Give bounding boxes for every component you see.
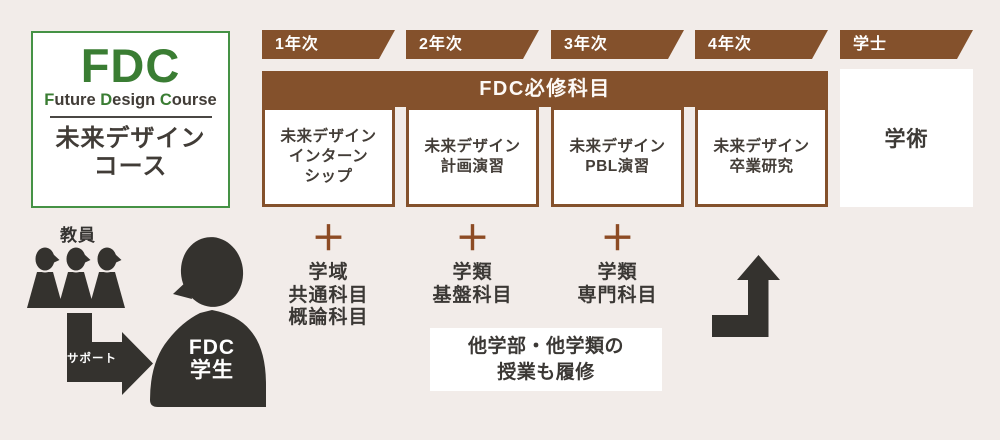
degree-box: 学術 [840,69,973,207]
teachers-label: 教員 [60,226,96,245]
student-icon [150,237,266,407]
note-line: 授業も履修 [497,362,595,383]
student-label-line1: FDC [188,336,236,359]
plus-icon: ＋ [455,220,490,258]
course-line: 未来デザイン [280,128,377,145]
course-box-graduation-research: 未来デザイン 卒業研究 [695,107,828,207]
addition-subjects-year1: 学域 共通科目 概論科目 [262,262,395,330]
year-tab-1: 1年次 [262,30,395,59]
year-tab-3: 3年次 [551,30,684,59]
up-arrow-icon [712,255,780,337]
subject-line: 専門科目 [577,284,658,306]
support-arrow-icon [67,313,153,395]
subject-line: 共通科目 [288,284,369,306]
addition-subjects-year2: 学類 基盤科目 [406,262,539,307]
year-tab-4: 4年次 [695,30,828,59]
course-line: PBL演習 [585,158,650,175]
subject-line: 概論科目 [288,307,369,328]
student-label: FDC 学生 [172,336,252,382]
course-name: 未来デザイン コース [33,125,228,181]
teachers-icon [27,245,125,308]
subject-line: 基盤科目 [432,284,513,306]
course-box-pbl: 未来デザイン PBL演習 [551,107,684,207]
fdc-logo-card: FDC Future Design Course 未来デザイン コース [31,31,230,208]
course-line: シップ [304,168,353,185]
year-tab-2: 2年次 [406,30,539,59]
fdc-subtitle: Future Design Course [44,91,217,109]
course-line: 卒業研究 [729,158,794,175]
course-line: 未来デザイン [569,138,666,155]
degree-label: 学術 [884,128,929,151]
plus-icon: ＋ [311,220,346,258]
course-line: 計画演習 [440,158,505,175]
course-name-line2: コース [93,153,168,180]
course-line: 未来デザイン [424,138,521,155]
course-box-internship: 未来デザイン インターン シップ [262,107,395,207]
logo-divider [49,116,212,118]
subject-line: 学域 [308,262,349,283]
fdc-acronym: FDC [80,39,181,92]
degree-tab: 学士 [840,30,973,59]
note-line: 他学部・他学類の [467,336,624,357]
course-line: インターン [288,148,369,165]
support-label: サポート [67,353,117,365]
student-label-line2: 学生 [190,359,234,382]
required-subjects-banner: FDC必修科目 [262,71,828,107]
shared-courses-note: 他学部・他学類の 授業も履修 [430,328,662,391]
subject-line: 学類 [597,262,638,283]
addition-subjects-year3: 学類 専門科目 [551,262,684,307]
subject-line: 学類 [452,262,493,283]
course-name-line1: 未来デザイン [55,125,206,152]
course-box-planning: 未来デザイン 計画演習 [406,107,539,207]
plus-icon: ＋ [600,220,635,258]
course-line: 未来デザイン [713,138,810,155]
